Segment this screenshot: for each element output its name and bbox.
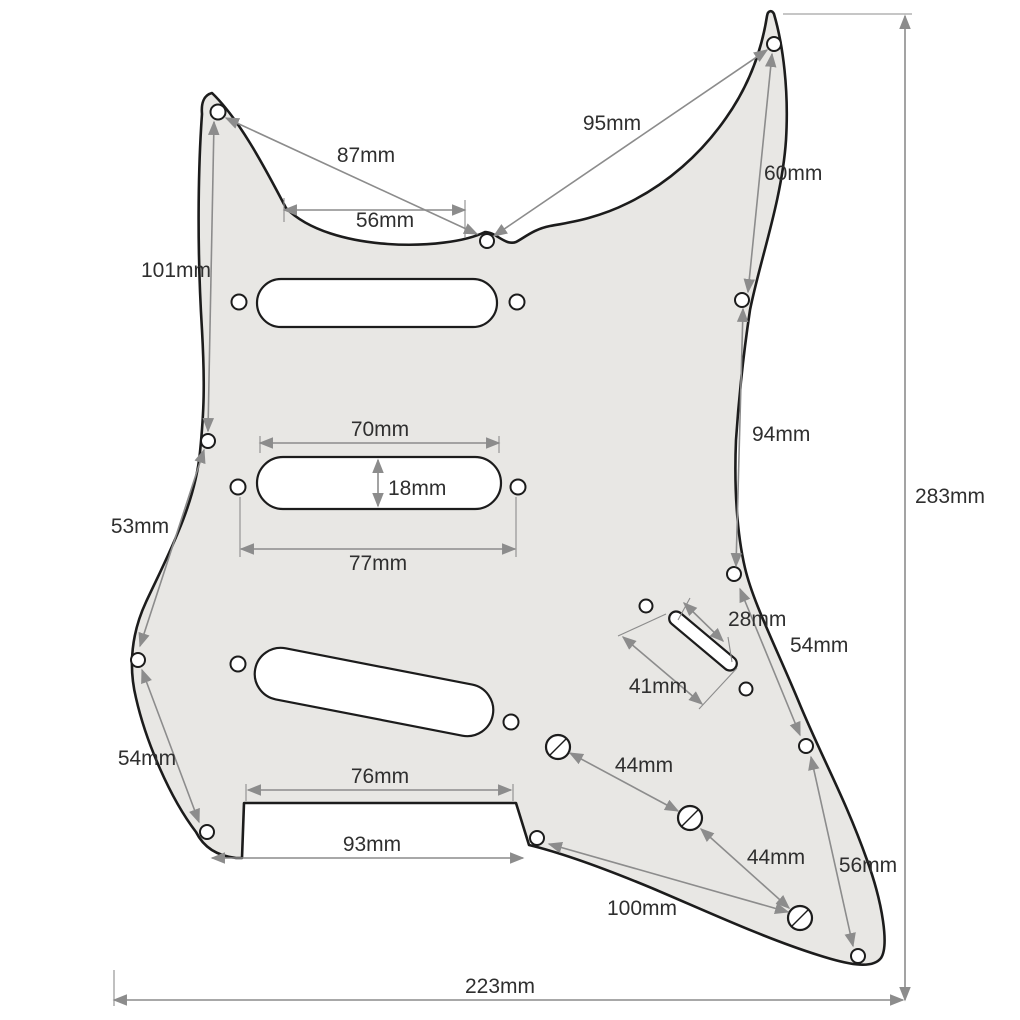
dim-label-54-left: 54mm <box>118 747 176 770</box>
dim-line-95 <box>492 49 769 237</box>
switch-screw-upper <box>638 598 654 614</box>
dim-line-101 <box>202 120 220 433</box>
pot-hole-slash <box>548 737 568 757</box>
bridge-pickup-screw-left <box>229 655 247 673</box>
dim-label-53: 53mm <box>111 515 169 538</box>
dim-label-18: 18mm <box>388 477 446 500</box>
dim-line-54-right <box>739 587 801 737</box>
dim-label-100: 100mm <box>607 897 677 920</box>
screw-hole-right-middle <box>726 566 742 582</box>
dim-label-28: 28mm <box>728 608 786 631</box>
dim-label-87: 87mm <box>337 144 395 167</box>
dim-label-70: 70mm <box>351 418 409 441</box>
dim-line-53 <box>138 448 206 648</box>
neck-pickup-screw-right <box>508 293 526 311</box>
dim-line-28 <box>682 601 725 643</box>
screw-hole-left-middle <box>200 433 216 449</box>
extension-line <box>698 667 738 710</box>
pot-hole-tone1 <box>676 804 704 832</box>
screw-hole-bottom-middle <box>529 830 545 846</box>
screw-hole-bottom-left <box>199 824 215 840</box>
dim-line-100 <box>547 842 790 914</box>
extension-line <box>727 636 733 663</box>
dim-label-101: 101mm <box>141 259 211 282</box>
dim-label-41: 41mm <box>629 675 687 698</box>
screw-hole-left-bulge <box>130 652 146 668</box>
pot-hole-volume <box>544 733 572 761</box>
dim-label-44-upper: 44mm <box>615 754 673 777</box>
dim-line-56-bottom <box>808 755 856 948</box>
neck-pickup-slot <box>255 277 499 329</box>
bridge-pickup-screw-right <box>502 713 520 731</box>
dim-label-44-lower: 44mm <box>747 846 805 869</box>
screw-hole-right-upper <box>734 292 750 308</box>
middle-pickup-slot <box>255 455 503 511</box>
dim-label-77: 77mm <box>349 552 407 575</box>
middle-pickup-screw-left <box>229 478 247 496</box>
dim-label-54-right: 54mm <box>790 634 848 657</box>
screw-hole-bottom-right <box>850 948 866 964</box>
screw-hole-upper-horn <box>766 36 782 52</box>
dim-label-76: 76mm <box>351 765 409 788</box>
dim-label-56-bottom: 56mm <box>839 854 897 877</box>
dim-line-41 <box>621 636 704 705</box>
middle-pickup-screw-right <box>509 478 527 496</box>
dim-label-95: 95mm <box>583 112 641 135</box>
pot-hole-slash <box>680 808 700 828</box>
screw-hole-top-middle <box>479 233 495 249</box>
dim-label-283: 283mm <box>915 485 985 508</box>
dim-label-56-top: 56mm <box>356 209 414 232</box>
dim-line-60 <box>743 52 777 294</box>
bridge-pickup-slot <box>253 646 495 738</box>
screw-hole-left-horn <box>209 103 227 121</box>
dim-label-93: 93mm <box>343 833 401 856</box>
neck-pickup-screw-left <box>230 293 248 311</box>
dim-label-94: 94mm <box>752 423 810 446</box>
dim-line-44-upper <box>568 752 680 812</box>
dim-line-54-left <box>141 668 200 824</box>
dim-label-60: 60mm <box>764 162 822 185</box>
pot-hole-tone2 <box>786 904 814 932</box>
extension-line <box>617 613 667 637</box>
screw-hole-right-lower <box>798 738 814 754</box>
switch-screw-lower <box>738 681 754 697</box>
pot-hole-slash <box>790 908 810 928</box>
dim-line-94 <box>730 307 749 568</box>
dim-label-223: 223mm <box>465 975 535 998</box>
